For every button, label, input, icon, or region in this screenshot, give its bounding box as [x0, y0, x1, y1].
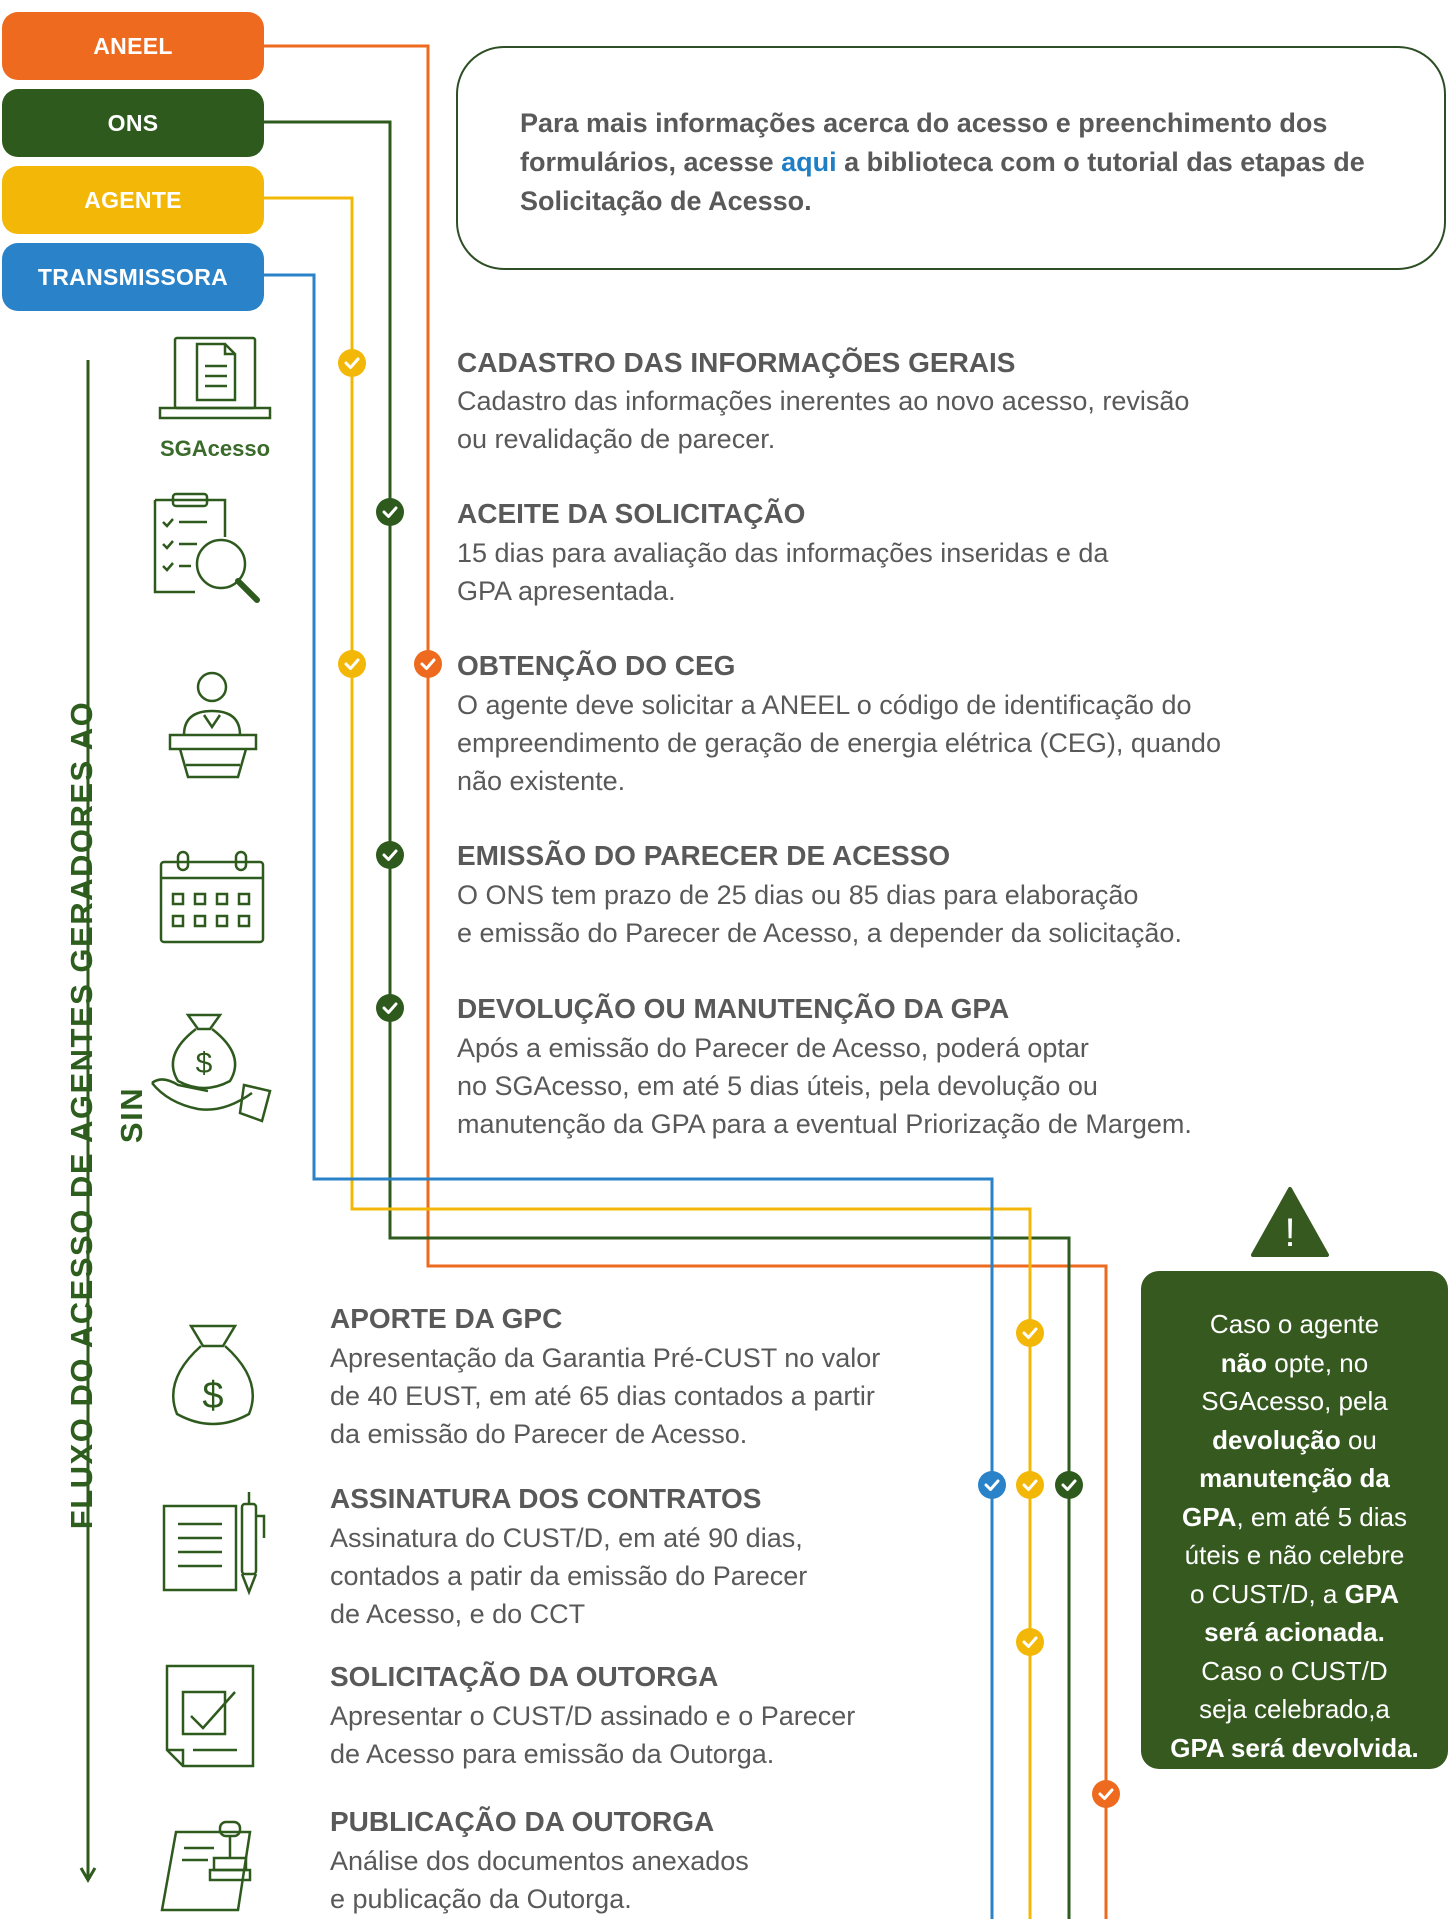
step-desc: Apresentar o CUST/D assinado e o Parecer… [330, 1701, 856, 1769]
warning-triangle-icon: ! [1251, 1187, 1329, 1257]
warning-box [1141, 1271, 1448, 1769]
check-icon [1016, 1471, 1044, 1499]
info-box [456, 46, 1446, 270]
check-icon [376, 841, 404, 869]
document-stamp-icon [160, 1820, 252, 1912]
step-title: DEVOLUÇÃO OU MANUTENÇÃO DA GPA [457, 993, 1010, 1024]
check-icon [1016, 1628, 1044, 1656]
svg-text:$: $ [196, 1047, 213, 1080]
step-desc: Cadastro das informações inerentes ao no… [457, 386, 1190, 454]
check-icon [1092, 1780, 1120, 1808]
step-title: CADASTRO DAS INFORMAÇÕES GERAIS [457, 347, 1016, 378]
check-icon [1055, 1471, 1083, 1499]
step-title: OBTENÇÃO DO CEG [457, 650, 736, 681]
svg-text:$: $ [202, 1375, 223, 1417]
document-check-icon [165, 1664, 255, 1768]
check-icon [1016, 1319, 1044, 1347]
step-title: ASSINATURA DOS CONTRATOS [330, 1483, 762, 1514]
step-desc: O ONS tem prazo de 25 dias ou 85 dias pa… [457, 880, 1182, 948]
check-icon [978, 1471, 1006, 1499]
info-text: Para mais informações acerca do acesso e… [520, 108, 1365, 216]
aneel-line [264, 44, 1108, 1919]
warning-mark: ! [1284, 1211, 1295, 1255]
step-desc: Após a emissão do Parecer de Acesso, pod… [457, 1033, 1192, 1139]
step-desc: Assinatura do CUST/D, em até 90 dias,con… [330, 1523, 808, 1629]
ons-line [264, 120, 1071, 1919]
step-desc: O agente deve solicitar a ANEEL o código… [457, 690, 1221, 796]
legend-agente: AGENTE [2, 166, 264, 234]
step-title: ACEITE DA SOLICITAÇÃO [457, 498, 806, 529]
warning-text: Caso o agente não opte, no SGAcesso, pel… [1170, 1309, 1419, 1763]
laptop-document-icon [158, 336, 272, 420]
hand-money-bag-icon: $ [151, 1013, 272, 1123]
check-icon [376, 498, 404, 526]
legend-aneel: ANEEL [2, 12, 264, 80]
sgacesso-label: SGAcesso [159, 436, 271, 461]
check-icon [376, 994, 404, 1022]
step-desc: 15 dias para avaliação das informações i… [457, 538, 1109, 606]
check-icon [414, 650, 442, 678]
step-title: PUBLICAÇÃO DA OUTORGA [330, 1806, 715, 1837]
agente-line [264, 196, 1032, 1919]
calendar-icon [159, 850, 265, 944]
tutorial-link[interactable]: aqui [781, 147, 837, 177]
document-pen-icon [162, 1492, 266, 1596]
check-icon [338, 650, 366, 678]
step-title: APORTE DA GPC [330, 1303, 563, 1334]
person-podium-icon [168, 671, 258, 779]
step-title: SOLICITAÇÃO DA OUTORGA [330, 1661, 719, 1692]
vertical-title: FLUXO DO ACESSO DE AGENTES GERADORES AO … [64, 700, 149, 1530]
money-bag-icon: $ [172, 1324, 254, 1426]
flow-arrow-head [79, 1867, 97, 1883]
step-desc: Apresentação da Garantia Pré-CUST no val… [330, 1343, 881, 1449]
checklist-magnifier-icon [153, 492, 260, 603]
legend-ons: ONS [2, 89, 264, 157]
check-icon [338, 349, 366, 377]
transmissora-line [264, 273, 994, 1919]
step-title: EMISSÃO DO PARECER DE ACESSO [457, 840, 951, 871]
legend-transmissora: TRANSMISSORA [2, 243, 264, 311]
